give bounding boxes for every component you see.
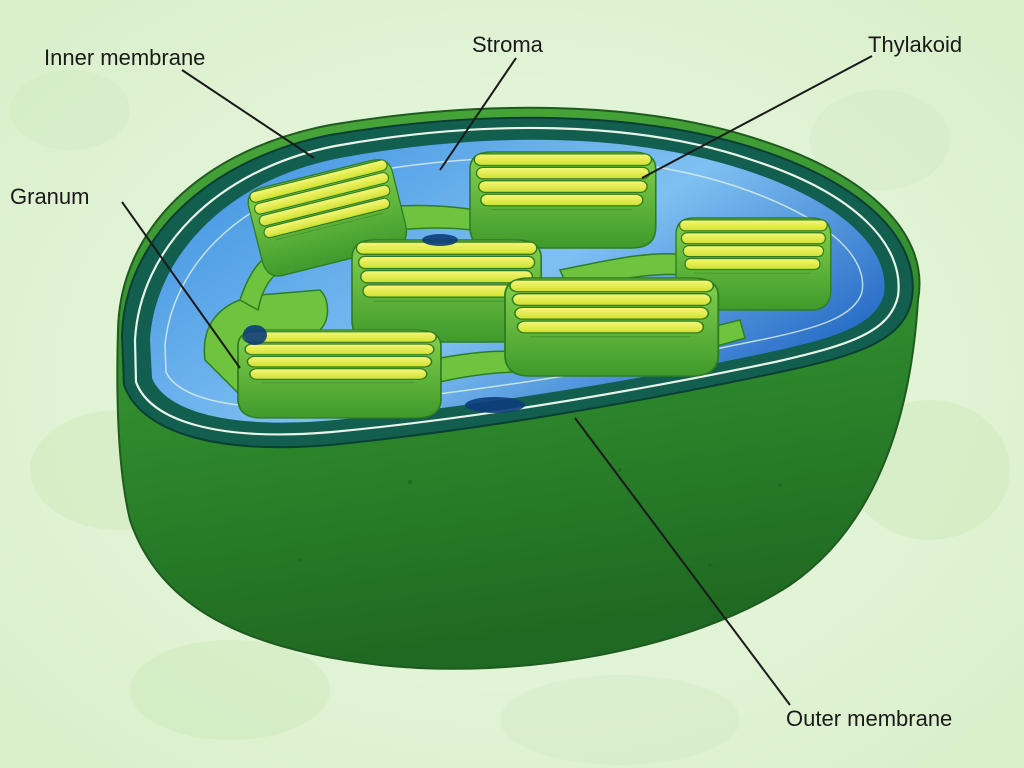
- label-granum: Granum: [10, 184, 90, 209]
- label-stroma: Stroma: [472, 32, 543, 57]
- granum-stack: [469, 151, 657, 249]
- leader-outer-membrane: [574, 417, 791, 706]
- leader-stroma: [439, 57, 517, 171]
- outer-texture: [298, 468, 782, 567]
- stroma-specks: [243, 234, 525, 413]
- leader-thylakoid: [641, 55, 873, 179]
- label-outer-membrane: Outer membrane: [786, 706, 953, 731]
- leader-inner-membrane: [181, 69, 315, 159]
- label-thylakoid: Thylakoid: [868, 32, 963, 57]
- leader-granum: [121, 201, 241, 369]
- granum-stack: [237, 329, 442, 419]
- label-inner-membrane: Inner membrane: [44, 45, 206, 70]
- leader-lines: [121, 55, 873, 706]
- granum-stack: [504, 277, 720, 377]
